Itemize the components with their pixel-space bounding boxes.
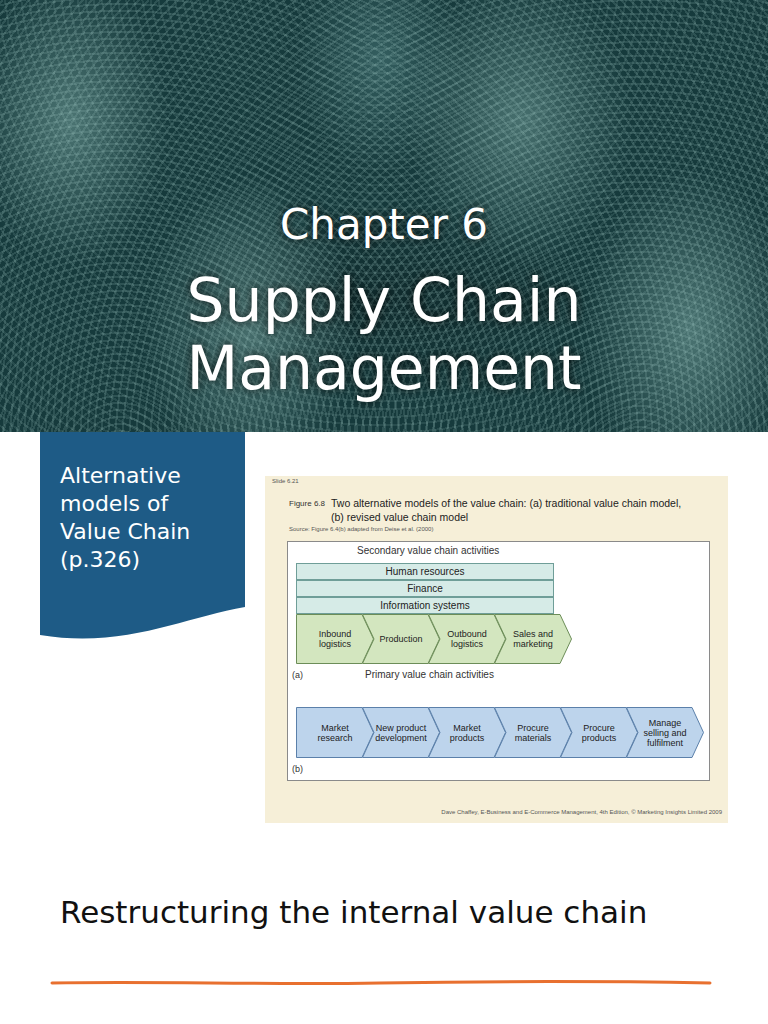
activity-label: Production (374, 614, 428, 664)
source-note: Source: Figure 6.4(b) adapted from Deise… (289, 526, 433, 533)
support-activity-bar: Finance (296, 580, 554, 597)
activity-label: Human resources (386, 566, 465, 578)
chevron-fill (429, 708, 506, 758)
copyright-note: Dave Chaffey, E-Business and E-Commerce … (441, 809, 722, 816)
group-label: Primary value chain activities (365, 669, 494, 681)
part-label: (b) (292, 764, 303, 775)
value-chain-chevron: Inbound logistics (296, 614, 374, 664)
activity-label: Outbound logistics (440, 614, 494, 664)
group-label: Secondary value chain activities (357, 545, 499, 557)
slide-title: Supply Chain Management (124, 266, 644, 402)
part-label: (a) (292, 670, 303, 681)
activity-label: Sales and marketing (506, 614, 560, 664)
banner-fill (40, 432, 245, 638)
chevron-fill (495, 615, 572, 664)
title-banner: Alternative models of Value Chain (p.326… (40, 432, 245, 647)
chevron-fill (627, 708, 704, 758)
value-chain-chevron: Procure products (560, 707, 638, 758)
value-chain-chevron: Production (362, 614, 440, 664)
chevron-fill (363, 708, 440, 758)
slide-number: Slide 6.21 (272, 478, 299, 485)
value-chain-chevron: Market products (428, 707, 506, 758)
chevron-fill (429, 615, 506, 664)
chevron-fill (297, 708, 374, 758)
value-chain-chevron: Procure materials (494, 707, 572, 758)
activity-label: Information systems (380, 600, 469, 612)
support-activity-bar: Human resources (296, 563, 554, 580)
chevron-fill (297, 615, 374, 664)
banner-text: Alternative models of Value Chain (p.326… (60, 462, 235, 574)
value-chain-chevron: Manage selling and fulfilment (626, 707, 704, 758)
figure-frame (288, 542, 710, 781)
activity-label: Market research (308, 707, 362, 758)
activity-label: Manage selling and fulfilment (638, 707, 692, 758)
chevron-fill (561, 708, 638, 758)
chevron-fill (363, 615, 440, 664)
section-heading: Restructuring the internal value chain (60, 892, 710, 932)
chevron-fill (495, 708, 572, 758)
activity-label: Procure products (572, 707, 626, 758)
figure-caption: Two alternative models of the value chai… (331, 496, 696, 524)
support-activity-bar: Information systems (296, 597, 554, 614)
activity-label: Procure materials (506, 707, 560, 758)
figure-number: Figure 6.8 (289, 499, 325, 509)
value-chain-chevron: Market research (296, 707, 374, 758)
activity-label: Inbound logistics (308, 614, 362, 664)
slide-panel (265, 476, 728, 823)
value-chain-chevron: Outbound logistics (428, 614, 506, 664)
underline-rule (52, 982, 710, 984)
activity-label: New product development (374, 707, 428, 758)
value-chain-chevron: New product development (362, 707, 440, 758)
activity-label: Finance (407, 583, 443, 595)
activity-label: Market products (440, 707, 494, 758)
value-chain-chevron: Sales and marketing (494, 614, 572, 664)
chapter-heading: Chapter 6 (184, 200, 584, 250)
